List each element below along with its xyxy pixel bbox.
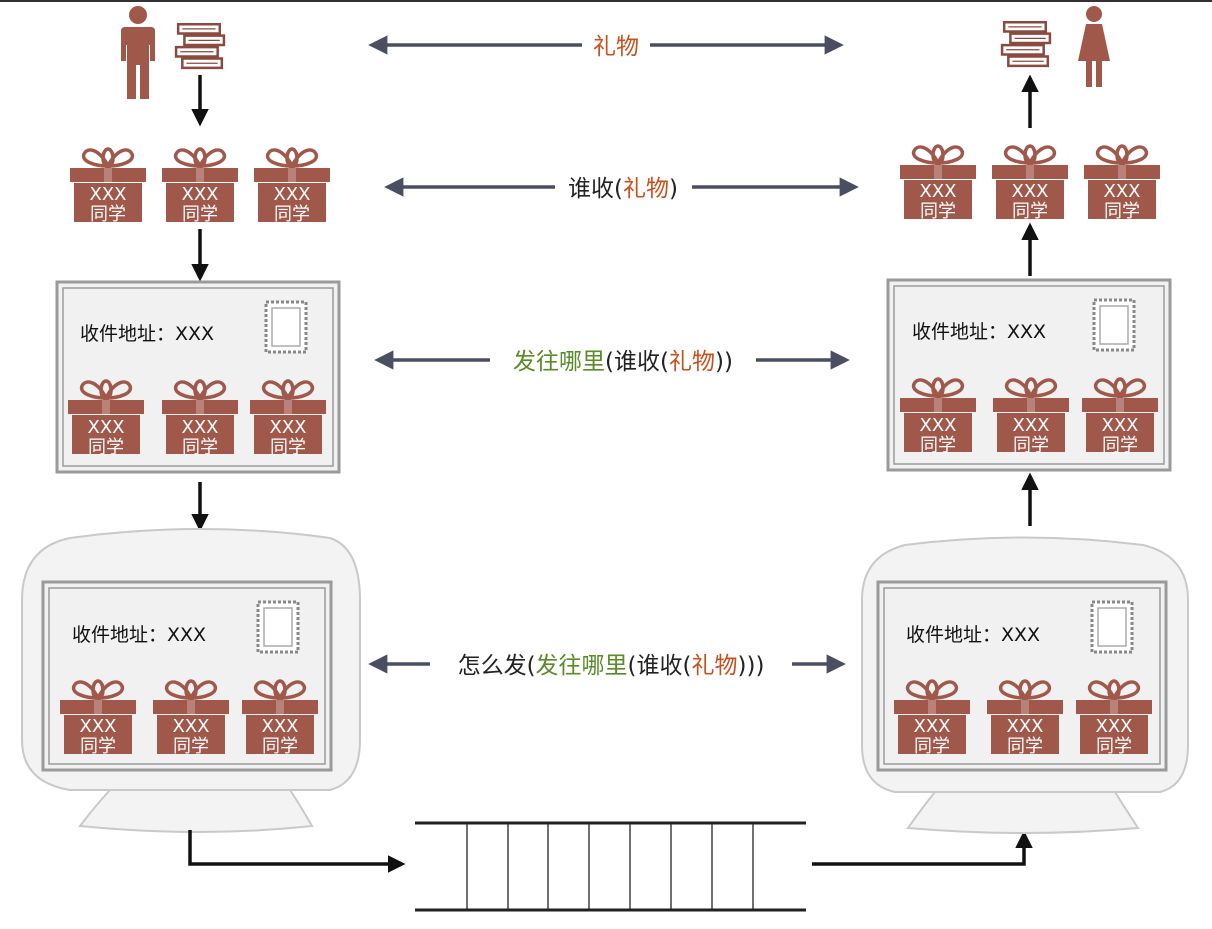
address-label: 收件地址：XXX [72,624,206,646]
svg-text:XXX: XXX [1012,181,1049,202]
svg-text:同学: 同学 [90,204,126,225]
person-female-icon [1078,6,1110,87]
svg-text:同学: 同学 [1013,435,1049,456]
book-stack-icon [174,22,226,70]
book-stack-icon [1000,20,1052,68]
svg-text:XXX: XXX [1096,716,1133,737]
arrow-to-network [188,830,406,873]
svg-text:同学: 同学 [1104,201,1140,222]
svg-text:XXX: XXX [920,181,957,202]
gift-box: XXX 同学 [900,144,976,222]
network-link [415,821,806,912]
gift-box: XXX 同学 [70,147,146,225]
svg-text:XXX: XXX [1007,716,1044,737]
svg-text:怎么发(发往哪里(谁收(礼物))): 怎么发(发往哪里(谁收(礼物))) [458,653,765,679]
person-male-icon [121,6,155,99]
gift-row-left: XXX 同学 XXX 同学 XXX 同学 [70,147,330,225]
envelope-left: 收件地址：XXX XXX 同学 XXX 同学 XXX 同学 [55,280,341,474]
svg-text:XXX: XXX [270,417,307,438]
svg-text:同学: 同学 [1096,736,1132,757]
svg-text:XXX: XXX [914,716,951,737]
address-label: 收件地址：XXX [80,323,214,345]
svg-text:同学: 同学 [1102,435,1138,456]
arrow-from-network [812,830,1033,866]
svg-text:XXX: XXX [1104,181,1141,202]
svg-text:XXX: XXX [90,184,127,205]
svg-text:XXX: XXX [182,417,219,438]
svg-text:XXX: XXX [1102,415,1139,436]
gift-box: XXX 同学 [1084,144,1160,222]
svg-text:同学: 同学 [270,437,306,458]
postage-stamp-icon [1090,600,1134,654]
gift-box: XXX 同学 [254,147,330,225]
svg-text:XXX: XXX [173,716,210,737]
svg-text:礼物: 礼物 [593,34,639,60]
gift-box: XXX 同学 [162,147,238,225]
svg-text:同学: 同学 [80,736,116,757]
postage-stamp-icon [256,600,300,654]
envelope-right: 收件地址：XXX XXX 同学 XXX 同学 XXX 同学 [886,278,1172,472]
computer-left: 收件地址：XXX XXX 同学 XXX 同学 XXX 同学 [21,528,361,833]
svg-text:同学: 同学 [88,437,124,458]
address-label: 收件地址：XXX [906,624,1040,646]
layer-label-how: 怎么发(发往哪里(谁收(礼物))) [368,653,846,679]
computer-right: 收件地址：XXX XXX 同学 XXX 同学 XXX 同学 [861,536,1189,834]
svg-text:同学: 同学 [173,736,209,757]
svg-text:同学: 同学 [274,204,310,225]
postage-stamp-icon [1092,298,1136,352]
layer-label-where: 发往哪里(谁收(礼物)) [374,349,850,375]
svg-text:XXX: XXX [80,716,117,737]
svg-text:XXX: XXX [182,184,219,205]
svg-text:XXX: XXX [920,415,957,436]
svg-text:同学: 同学 [182,204,218,225]
svg-text:同学: 同学 [1012,201,1048,222]
svg-text:同学: 同学 [262,736,298,757]
gift-box: XXX 同学 [992,144,1068,222]
svg-text:XXX: XXX [262,716,299,737]
svg-text:XXX: XXX [274,184,311,205]
svg-text:XXX: XXX [88,417,125,438]
postage-stamp-icon [264,300,308,354]
svg-text:XXX: XXX [1013,415,1050,436]
gift-row-right: XXX 同学 XXX 同学 XXX 同学 [900,144,1160,222]
address-label: 收件地址：XXX [912,321,1046,343]
layer-label-who-receives: 谁收(礼物) [384,176,859,202]
svg-text:同学: 同学 [914,736,950,757]
svg-text:同学: 同学 [920,201,956,222]
svg-text:同学: 同学 [182,437,218,458]
svg-text:发往哪里(谁收(礼物)): 发往哪里(谁收(礼物)) [513,349,733,375]
svg-text:谁收(礼物): 谁收(礼物) [568,176,678,202]
svg-text:同学: 同学 [1007,736,1043,757]
svg-text:同学: 同学 [920,435,956,456]
layer-label-gift: 礼物 [368,34,844,60]
